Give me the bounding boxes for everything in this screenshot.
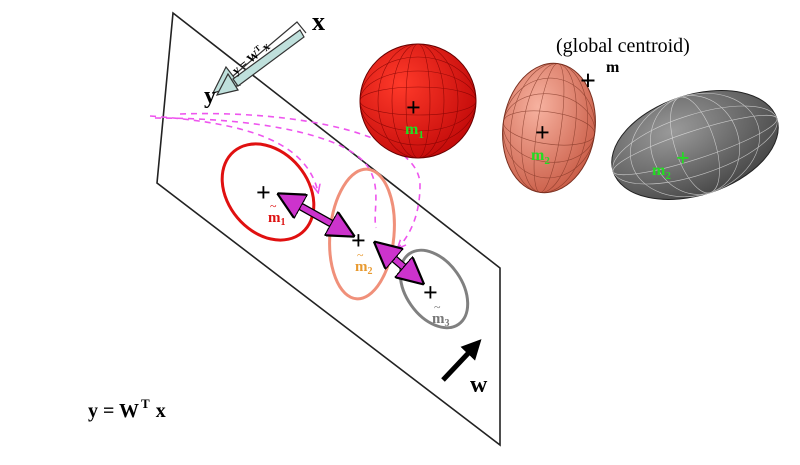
global-centroid-caption: (global centroid) — [556, 35, 690, 57]
svg-text:m2: m2 — [355, 259, 373, 277]
projected-mean-2: + m2 ~ — [351, 226, 373, 277]
global-centroid-marker: + m — [580, 59, 620, 97]
direction-w-label: w — [470, 372, 488, 398]
svg-text:+: + — [580, 66, 596, 97]
svg-text:+: + — [351, 226, 366, 255]
svg-text:~: ~ — [357, 248, 364, 262]
projected-mean-3: + m3 ~ — [423, 278, 450, 329]
svg-text:+: + — [423, 278, 438, 307]
svg-text:m3: m3 — [432, 311, 450, 329]
target-y-label: y — [204, 83, 216, 109]
dashed-projection-lines — [149, 112, 421, 248]
direction-w-arrow — [441, 339, 482, 382]
ellipsoid-class-2: + m2 — [502, 62, 596, 194]
between-arrow-1-fill — [282, 196, 350, 234]
svg-text:m1: m1 — [268, 210, 286, 228]
svg-text:+: + — [406, 93, 421, 122]
svg-text:m1: m1 — [405, 121, 424, 141]
svg-text:+: + — [535, 118, 550, 147]
svg-text:~: ~ — [270, 199, 277, 213]
projected-mean-1: + m1 ~ — [256, 178, 286, 228]
ellipsoid-class-3: + m2 — [611, 90, 779, 200]
svg-text:m2: m2 — [531, 147, 550, 167]
svg-text:m: m — [606, 59, 620, 76]
svg-text:+: + — [676, 146, 690, 172]
between-arrow-2-fill — [378, 245, 420, 281]
svg-text:m2: m2 — [652, 162, 671, 182]
ellipsoid-class-1: + m1 — [359, 43, 477, 159]
svg-text:+: + — [256, 178, 271, 207]
source-x-label: x — [312, 7, 325, 36]
projection-arrow — [211, 21, 307, 96]
svg-text:~: ~ — [434, 300, 441, 314]
